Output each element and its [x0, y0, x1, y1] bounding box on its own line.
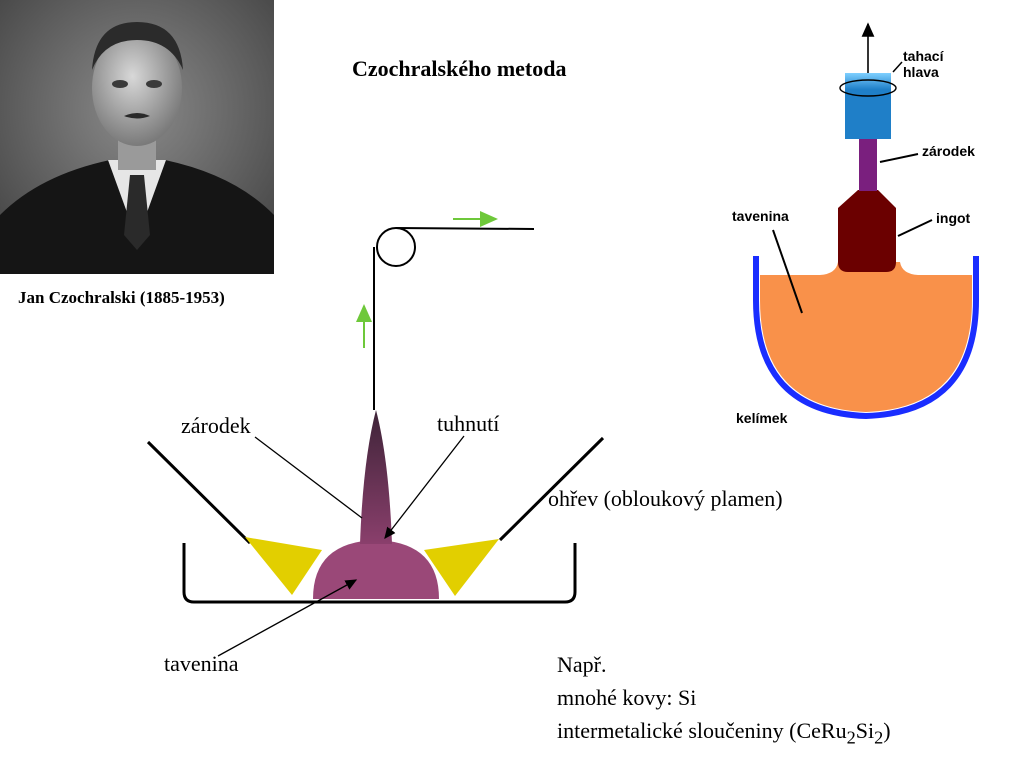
portrait-photo: [0, 0, 274, 274]
melt-leader: [217, 579, 358, 657]
pull-head-leader: [892, 61, 903, 73]
label-ingot: ingot: [936, 210, 971, 226]
label-solidification: tuhnutí: [437, 411, 500, 436]
examples-note: Např. mnohé kovy: Si intermetalické slou…: [557, 648, 891, 754]
rotation-ellipse: [839, 79, 897, 97]
note-line2: mnohé kovy: Si: [557, 685, 697, 710]
note-line1: Např.: [557, 652, 607, 677]
note-sub-si: 2: [874, 727, 884, 748]
label-heating: ohřev (obloukový plamen): [548, 486, 783, 511]
portrait-caption: Jan Czochralski (1885-1953): [18, 288, 225, 307]
note-line3-prefix: intermetalické sloučeniny (CeRu: [557, 718, 847, 743]
note-sub-ru: 2: [846, 727, 856, 748]
label-pull-head-line2: hlava: [903, 64, 939, 80]
label-crucible: kelímek: [736, 410, 788, 426]
seed-leader: [254, 436, 363, 519]
seed-leader-right: [879, 153, 919, 163]
right-heater-rod: [498, 436, 605, 542]
label-pull-head-line1: tahací: [903, 48, 944, 64]
label-melt: tavenina: [164, 651, 239, 676]
left-heater-rod: [146, 440, 252, 545]
label-seed: zárodek: [181, 413, 251, 438]
pull-head: [845, 73, 891, 139]
melt-leader-right: [772, 229, 803, 314]
page-title: Czochralského metoda: [352, 56, 567, 81]
label-seed-right: zárodek: [922, 143, 975, 159]
ingot-leader: [897, 219, 933, 237]
crucible: [182, 543, 577, 604]
pull-wire-top: [395, 227, 535, 230]
note-line3-suffix: ): [883, 718, 891, 743]
label-melt-right: tavenina: [732, 208, 789, 224]
crystal: [360, 410, 392, 544]
solidification-leader: [384, 435, 465, 540]
melt-bath: [760, 262, 972, 412]
ingot: [838, 190, 896, 272]
left-flame: [245, 537, 322, 595]
note-line3: intermetalické sloučeniny (CeRu2Si2): [557, 714, 891, 754]
seed-rod: [859, 139, 877, 191]
crucible-wall: [753, 256, 979, 420]
label-pull-head: tahací hlava: [903, 48, 943, 80]
right-flame: [424, 539, 499, 596]
note-line3-si: Si: [855, 718, 875, 743]
